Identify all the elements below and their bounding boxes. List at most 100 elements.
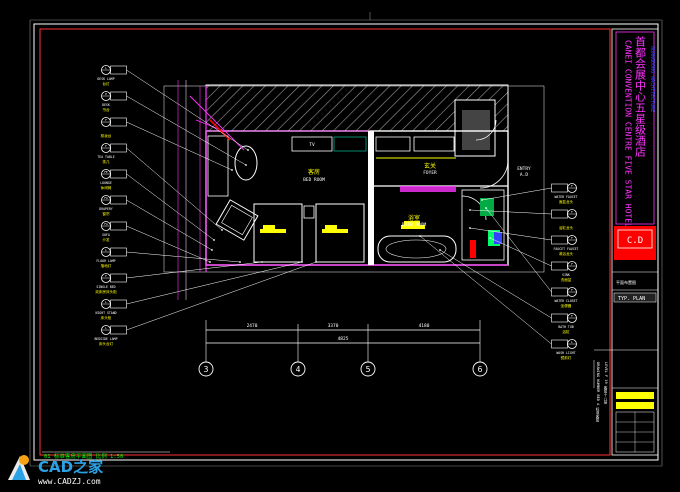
right-tag-cn: 镜前灯 [561,355,572,360]
left-tag-en: DESK [102,103,110,107]
leader-line [126,199,213,251]
grid-axes: 3 4 5 6 [198,360,488,377]
info-line2: LEVEL F 19 客房十八层 [603,362,608,404]
grid-axis-bubble: 4 [290,360,306,377]
logo-block [614,226,656,260]
right-tag-code: F [571,288,573,292]
bed-room-cn: 客房 [308,168,320,176]
grid-axis-label: 6 [478,365,483,374]
desk [207,135,229,197]
left-tag-cn: 梳妆台 [101,133,112,138]
right-tag-cn: 坐便器 [561,303,572,308]
left-tag-en: DESK LAMP [97,77,114,81]
tv-label: TV [309,142,315,148]
info-line1: DRAWING NUMBER BED A 标准客房 [595,362,600,422]
left-tag-code: P [105,92,107,96]
left-tag: F 梳妆台 [101,117,233,171]
cad-logo-icon [8,455,30,480]
left-tag-cn: 休闲椅 [101,185,112,190]
left-tag-en: NIGHT STAND [95,311,116,315]
leader-line [126,69,249,151]
logo-text: C.D [627,236,643,246]
right-tag-en: WATER FAUCET [554,195,577,199]
right-tag-en: WATER CLOSET [554,299,577,303]
dim-seg1: 2470 [247,323,258,329]
dimension-lines: 2470 3370 4180 4825 [177,80,481,360]
outer-boundary [163,85,545,273]
entry-en: ENTRY [517,166,531,172]
leader-line [126,261,317,331]
right-tag-en: BATH TUB [558,325,573,329]
grid-axis-label: 4 [296,365,301,374]
left-tag-en: DRAPERY [99,207,113,211]
project-name-en: CANEI CONVENTION CENTRE FIVE STAR HOTEL [624,40,633,228]
right-tag-code: F [571,184,573,188]
bath-tub [377,235,457,263]
leader-line [126,225,211,263]
right-tag-code: F [571,262,573,266]
grid-axis-label: 5 [366,365,371,374]
plan-title-block: 01 标准客房平面图 比例 1:50 [42,451,170,460]
grid-axis-bubble: 6 [472,360,488,377]
left-tag-cn: 书台 [102,107,110,112]
left-tag-code: L [105,300,107,304]
leader-line [126,173,215,241]
left-tag-code: L [105,248,107,252]
left-tag-cn: 沙发 [102,237,110,242]
dim-total: 4825 [338,336,349,342]
leader-line [126,147,223,231]
left-tag-code: F [105,144,107,148]
right-tag-code: F [571,236,573,240]
project-sub-en: GUANGDONG ARCHITECTURE [649,46,655,112]
watermark: CAD之家 www.CADZJ.com [8,455,103,486]
left-tag-en: SINGLE BED [96,285,115,289]
bath-room-cn: 浴室 [408,214,420,222]
left-tag-cn: 窗帘 [102,211,110,216]
left-tag-code: L [105,326,107,330]
right-tag-code: L [571,340,573,344]
entry-fill [462,110,490,150]
watermark-url: www.CADZJ.com [38,477,101,486]
leader-line [419,235,552,345]
leader-line [485,207,552,293]
leader-line [469,227,552,241]
left-tag-cn: 床头柜 [101,315,112,320]
bath-room-en: BATH ROOM [402,222,427,228]
leader-line [126,261,303,305]
left-tag-en: BEDSIDE LAMP [94,337,117,341]
left-tag-cn: 茶几 [102,159,110,164]
vanity-top [400,186,456,192]
grid-axis-bubble: 3 [198,360,214,377]
night-stand [303,205,315,219]
plan-label: TYP. PLAN [618,296,645,302]
leader-line [439,249,552,319]
plan-title: 01 标准客房平面图 比例 1:50 [44,452,123,460]
left-tag-cn: 落地灯 [101,263,112,268]
left-tag-en: FLOOR LAMP [96,259,115,263]
dim-seg2: 3370 [328,323,339,329]
left-tag-code: L [105,66,107,70]
right-tag-cn: 洗面盆 [561,277,572,282]
left-tag-en: TEA TABLE [97,155,114,159]
grid-axis-bubble: 5 [360,360,376,377]
right-tag-en: WASH LIGHT [556,351,575,355]
leader-line [469,209,552,215]
title-block: 首都会展中心五星级酒店 CANEI CONVENTION CENTRE FIVE… [593,28,659,456]
foyer-cn: 玄关 [424,162,436,170]
leader-line [126,121,233,171]
right-tag-cn: 浴缸 [562,329,570,334]
leader-line [489,237,552,267]
